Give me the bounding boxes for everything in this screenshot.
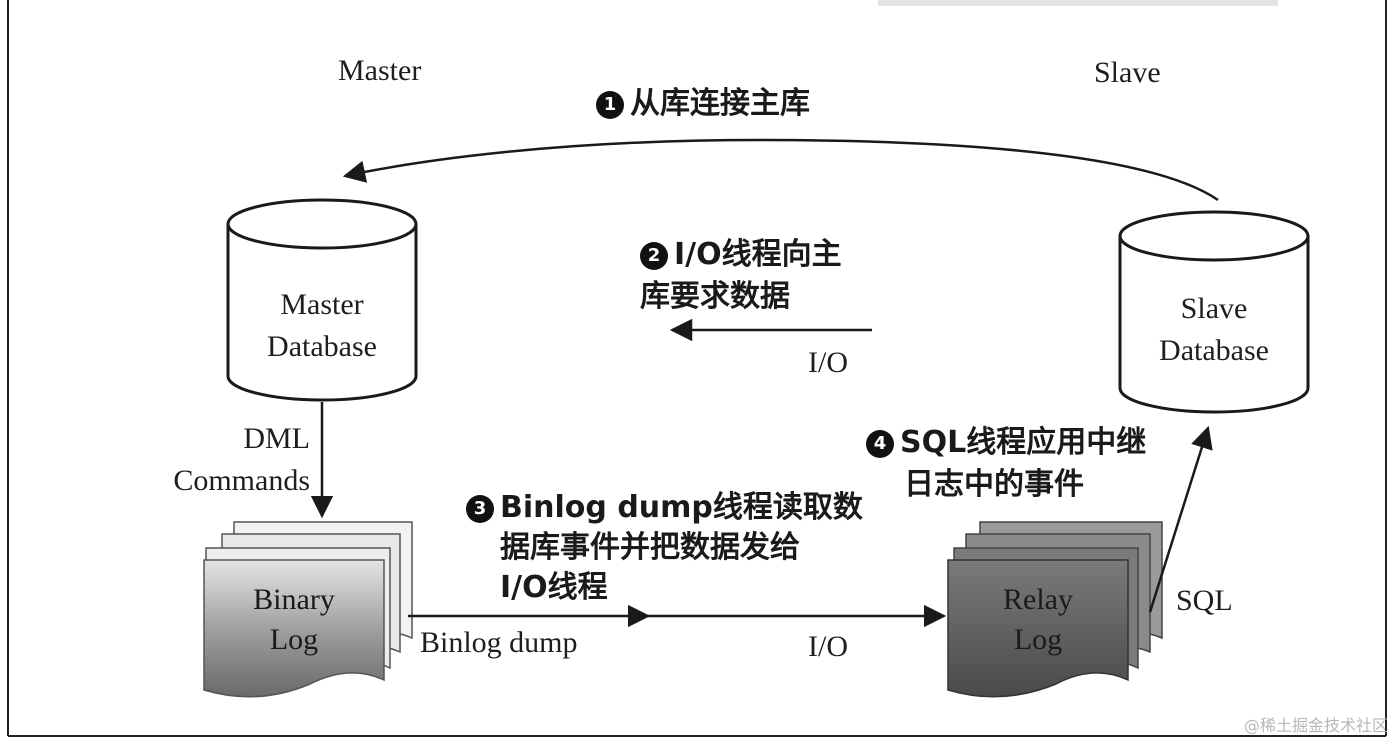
master-title: Master [338,54,422,87]
master-database-label: Master Database [228,284,416,368]
connect-arrow [342,138,1219,202]
step3-text-line2: 据库事件并把数据发给 [500,530,800,565]
master-db-line2: Database [267,330,377,363]
binlog-dump-label: Binlog dump [420,626,578,659]
step3-text-line3: I/O线程 [500,570,608,605]
step2-text-line2: 库要求数据 [640,279,790,314]
slave-title: Slave [1094,56,1161,89]
step4-text-line1: SQL线程应用中继 [900,425,1147,460]
slave-database-label: Slave Database [1120,288,1308,372]
dml-line1: DML [243,422,310,455]
io-middle-label: I/O [808,346,848,379]
watermark: @稀土掘金技术社区 [1243,716,1388,735]
dml-line2: Commands [173,464,310,497]
binary-log-icon [203,521,413,698]
outer-frame [7,0,1387,737]
slave-database-icon [1118,210,1310,414]
step3-number-icon: 3 [466,495,494,523]
step4-text-line2: 日志中的事件 [904,467,1084,502]
step4-number-icon: 4 [866,430,894,458]
master-database-icon [226,198,418,402]
step1-text: 从库连接主库 [630,86,810,121]
step2-number-icon: 2 [640,242,668,270]
step3-text-line1: Binlog dump线程读取数 [500,490,863,525]
binary-log-label: Binary Log [204,580,384,660]
dml-commands-label: DML Commands [142,418,310,502]
sql-label: SQL [1176,584,1233,617]
master-db-line1: Master [280,288,364,321]
slave-db-line2: Database [1159,334,1269,367]
step1-number-icon: 1 [596,91,624,119]
binary-log-line2: Log [269,623,319,656]
binary-log-line1: Binary [253,583,335,616]
io-bottom-label: I/O [808,630,848,663]
relay-log-line1: Relay [1003,583,1073,616]
relay-log-line2: Log [1013,623,1063,656]
step2-text-line1: I/O线程向主 [674,237,842,272]
sql-apply-arrow [1148,425,1213,613]
relay-log-label: Relay Log [948,580,1128,660]
relay-log-icon [947,521,1163,698]
slave-db-line1: Slave [1180,292,1248,325]
